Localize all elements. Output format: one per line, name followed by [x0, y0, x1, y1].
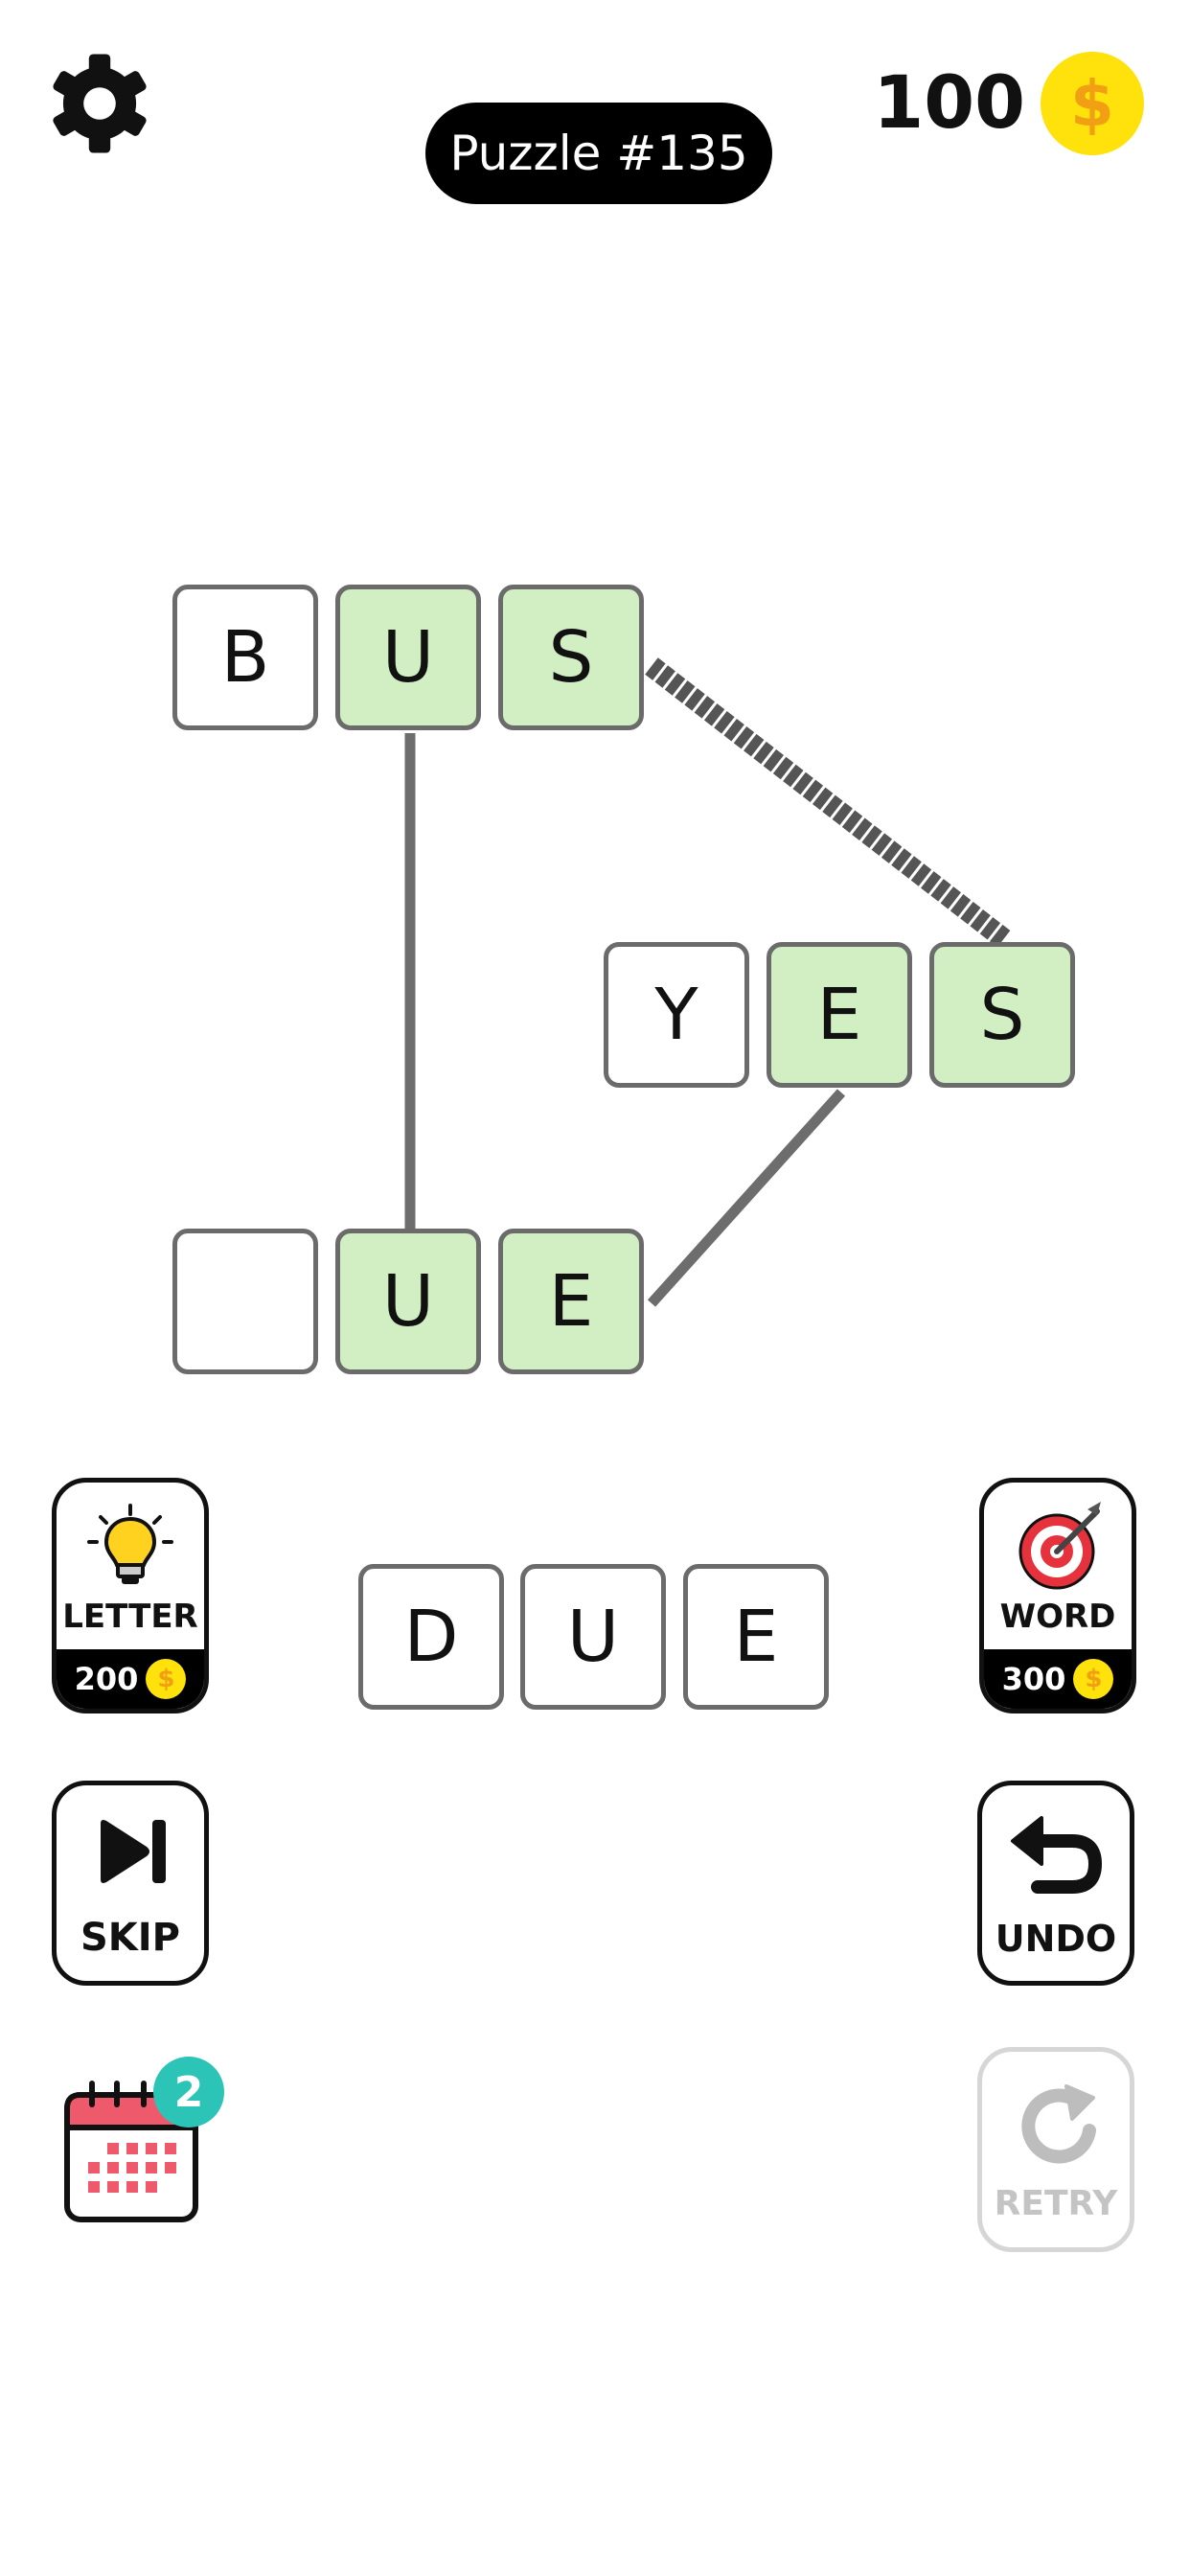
letter-hint-price: 200 $ [57, 1649, 204, 1709]
board-tile[interactable]: Y [604, 942, 749, 1088]
board-tile[interactable]: B [172, 585, 318, 730]
board-tile[interactable]: U [335, 585, 481, 730]
target-dart-icon [1018, 1502, 1101, 1590]
answer-letter-tile[interactable]: D [358, 1564, 504, 1710]
word-hint-label: WORD [999, 1598, 1116, 1636]
board-tile[interactable]: S [498, 585, 644, 730]
coin-icon: $ [146, 1659, 187, 1699]
undo-arrow-icon [1011, 1816, 1103, 1894]
skip-next-icon [101, 1820, 166, 1883]
letter-hint-price-value: 200 [74, 1661, 139, 1697]
retry-button[interactable]: RETRY [977, 2047, 1134, 2252]
letter-hint-label: LETTER [62, 1598, 198, 1636]
board-tile[interactable]: U [335, 1229, 481, 1374]
settings-gear-icon[interactable] [46, 50, 153, 157]
link-bus-to-yes [645, 657, 1011, 948]
board-tile[interactable]: E [767, 942, 912, 1088]
puzzle-number-label: Puzzle #135 [449, 126, 748, 181]
calendar-badge: 2 [153, 2057, 224, 2128]
link-yes-to-ue [647, 1089, 846, 1307]
board-tile[interactable]: E [498, 1229, 644, 1374]
word-hint-button[interactable]: WORD 300 $ [979, 1478, 1136, 1714]
coin-icon: $ [1041, 52, 1144, 155]
board-tile-empty[interactable] [172, 1229, 318, 1374]
skip-button[interactable]: SKIP [52, 1781, 209, 1986]
retry-refresh-icon [1021, 2084, 1096, 2164]
undo-button[interactable]: UNDO [977, 1781, 1134, 1986]
answer-letter-tile[interactable]: E [683, 1564, 829, 1710]
answer-letter-tile[interactable]: U [520, 1564, 666, 1710]
coin-balance: 100 [873, 59, 1025, 145]
undo-label: UNDO [995, 1918, 1117, 1960]
skip-label: SKIP [80, 1916, 180, 1960]
coin-icon: $ [1073, 1659, 1114, 1699]
board-tile[interactable]: S [929, 942, 1075, 1088]
letter-hint-button[interactable]: LETTER 200 $ [52, 1478, 209, 1714]
word-hint-price-value: 300 [1001, 1661, 1066, 1697]
lightbulb-icon [87, 1504, 173, 1584]
word-hint-price: 300 $ [984, 1649, 1132, 1709]
retry-label: RETRY [994, 2184, 1118, 2223]
puzzle-number-pill: Puzzle #135 [425, 103, 772, 204]
